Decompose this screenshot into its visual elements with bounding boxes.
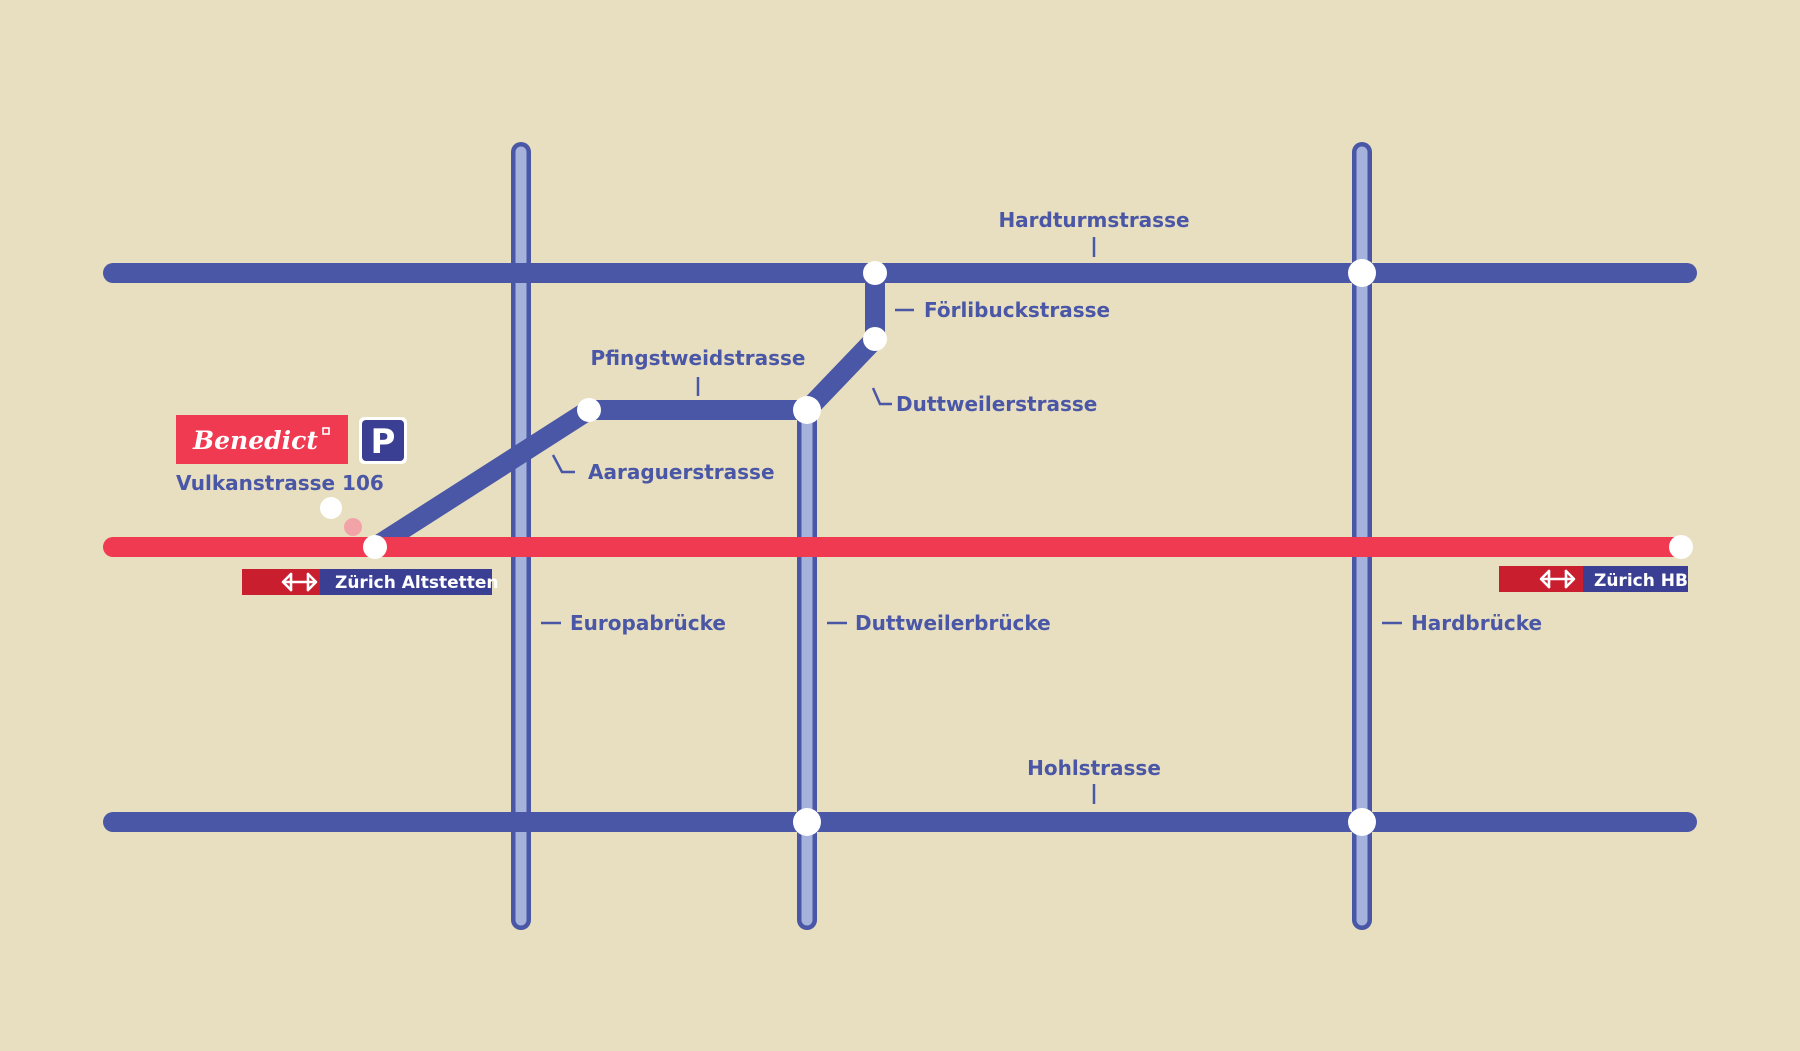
junction-node [863,261,887,285]
station-hb-label: Zürich HB [1594,571,1688,591]
label-foerlibuckstrasse: Förlibuckstrasse [924,298,1110,322]
brand-logo: Benedict [176,415,348,464]
junction-node [363,535,387,559]
junction-node [793,396,821,424]
label-europabruecke: Europabrücke [570,611,726,635]
parking-symbol: P [371,422,396,462]
junction-node [793,808,821,836]
parking-icon: P [359,417,407,464]
label-hardturmstrasse: Hardturmstrasse [998,208,1189,232]
label-duttweilerstrasse: Duttweilerstrasse [896,392,1097,416]
label-aaraguerstrasse: Aaraguerstrasse [588,460,775,484]
sbb-icon [1539,569,1576,589]
label-hardbruecke: Hardbrücke [1411,611,1542,635]
label-leaders [541,237,1402,804]
junction-node [863,327,887,351]
station-altstetten: Zürich Altstetten [242,569,499,595]
destination-address: Vulkanstrasse 106 [176,471,384,495]
label-pfingstweidstrasse: Pfingstweidstrasse [591,346,806,370]
destination: Benedict P Vulkanstrasse 106 [176,415,407,495]
station-hb: Zürich HB [1499,566,1688,592]
junction-node [577,398,601,422]
approach-dot [344,518,362,536]
sbb-icon [281,572,318,592]
brand-name: Benedict [192,426,318,455]
station-altstetten-label: Zürich Altstetten [335,573,499,593]
approach-dot [320,497,342,519]
junction-node [1669,535,1693,559]
junction-node [1348,259,1376,287]
label-duttweilerbruecke: Duttweilerbrücke [855,611,1051,635]
junction-node [1348,808,1376,836]
label-hohlstrasse: Hohlstrasse [1027,756,1161,780]
junction-nodes [363,259,1693,836]
